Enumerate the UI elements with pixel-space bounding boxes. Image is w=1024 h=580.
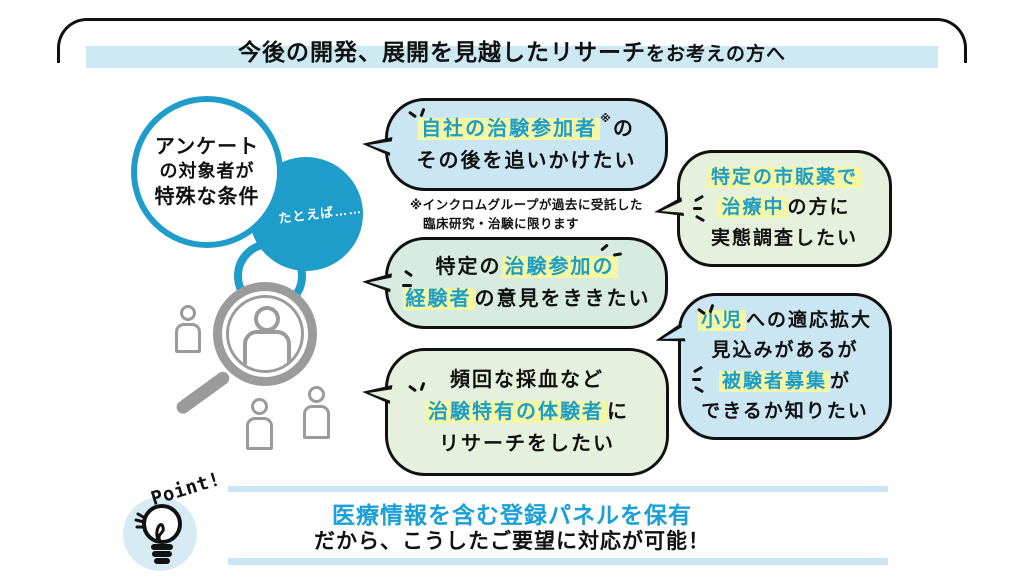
bubble-text: 特定の: [435, 256, 502, 278]
emphasis-dashes-icon: [692, 378, 701, 381]
highlighted-text: 治験特有の体験者: [425, 401, 607, 423]
bubble-tail-icon: [361, 133, 394, 159]
person-icon: [246, 398, 273, 450]
header-highlight-bar: [86, 46, 938, 68]
magnifier-icon: [213, 282, 317, 386]
bubble-text: の方に: [787, 197, 851, 219]
bubble-tail-icon: [652, 197, 686, 223]
person-icon: [254, 306, 280, 332]
highlighted-text: 被験者募集: [718, 370, 830, 392]
highlighted-text: 治験参加の: [501, 256, 618, 278]
bubble-text: リサーチをしたい: [439, 433, 615, 455]
bubble-text: への適応拡大: [746, 309, 873, 331]
emphasis-dashes-icon: [407, 110, 418, 119]
emphasis-dashes-icon: [693, 385, 705, 394]
footnote-line: ※インクロムグループが過去に受託した: [410, 198, 643, 212]
emphasis-dashes-icon: [407, 384, 418, 393]
person-body: [243, 330, 291, 370]
highlighted-text: 経験者: [402, 288, 475, 310]
bubble-text: 見込みがあるが: [711, 340, 859, 362]
emphasis-dashes-icon: [693, 207, 702, 210]
speech-bubble-own-trial-participants: 自社の治験参加者※の その後を追いかけたい: [361, 98, 668, 191]
emphasis-dashes-icon: [403, 269, 414, 278]
bubble-text: 頻回な採血など: [450, 369, 604, 391]
divider-bottom: [228, 558, 888, 565]
bubble-tail-icon: [361, 381, 394, 407]
magnifier-handle: [174, 369, 232, 417]
point-subline: だから、こうしたご要望に対応が可能！: [314, 530, 710, 553]
emphasis-dashes-icon: [402, 284, 412, 287]
bubble-text: その後を追いかけたい: [416, 149, 637, 172]
emphasis-dashes-icon: [612, 252, 623, 257]
lightbulb-icon: [134, 504, 182, 564]
page-title-strong: 今後の開発、展開を見越したリサーチ: [237, 39, 646, 65]
point-headline: 医療情報を含む登録パネルを保有: [332, 502, 692, 528]
emphasis-dashes-icon: [692, 365, 704, 374]
person-icon: [303, 386, 330, 439]
footnote-line: 臨床研究・治験に限ります: [423, 217, 580, 232]
emphasis-dashes-icon: [693, 194, 705, 203]
bubble-text: に: [607, 401, 629, 423]
speech-bubble-trial-experienced-opinions: 特定の治験参加の 経験者の意見をききたい: [361, 237, 668, 329]
page-title-rest: をお考えの方へ: [645, 44, 786, 65]
bubble-text: できるか知りたい: [701, 400, 869, 422]
speech-bubble-pediatric-recruitment: 小児への適応拡大 見込みがあるが 被験者募集が できるか知りたい: [652, 293, 892, 440]
person-icon: [175, 305, 201, 353]
bubble-tail-icon: [361, 270, 393, 296]
divider-top: [228, 486, 888, 492]
page-title: 今後の開発、展開を見越したリサーチをお考えの方へ: [0, 33, 1024, 67]
speech-bubble-otc-drug-survey: 特定の市販薬で 治療中の方に 実態調査したい: [652, 150, 892, 267]
bubble-tail-icon: [652, 322, 687, 352]
footnote: ※インクロムグループが過去に受託した 臨床研究・治験に限ります: [410, 196, 650, 235]
highlighted-text: 治療中: [718, 197, 788, 219]
magnifier-lens: [226, 295, 304, 373]
emphasis-dashes-icon: [419, 381, 426, 392]
bubble-text: の意見をききたい: [474, 288, 651, 310]
highlighted-text: 特定の市販薬で: [707, 166, 861, 188]
bubble-text: 実態調査したい: [710, 227, 858, 249]
bubble-text: が: [830, 370, 852, 392]
speech-bubble-trial-specific-research: 頻回な採血など 治験特有の体験者に リサーチをしたい: [361, 348, 669, 476]
bubble-text: の: [612, 117, 635, 140]
highlighted-text: 自社の治験参加者: [418, 117, 601, 140]
top-bracket-shape: [57, 18, 967, 63]
footnote-marker: ※: [600, 112, 613, 125]
subject-line: 特殊な条件: [154, 185, 260, 208]
subject-line: アンケート: [154, 136, 260, 159]
emphasis-dashes-icon: [694, 214, 706, 223]
survey-subject-circle: アンケート の対象者が 特殊な条件: [131, 96, 283, 248]
highlighted-text: 小児: [697, 309, 746, 331]
subject-line: の対象者が: [159, 161, 255, 182]
